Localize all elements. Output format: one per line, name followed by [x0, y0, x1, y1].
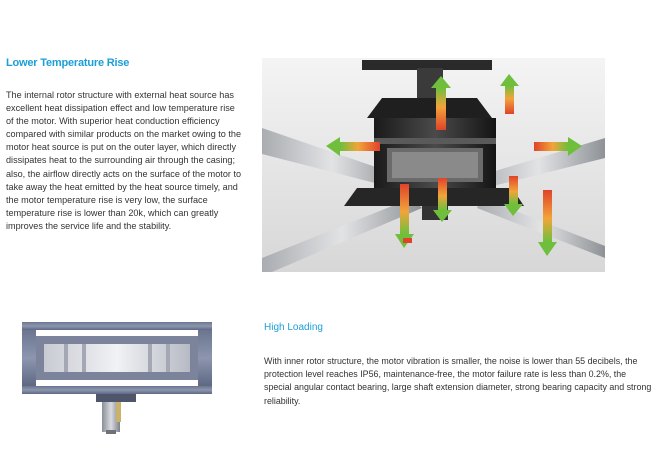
section-body-lower-temperature-rise: The internal rotor structure with extern…: [6, 90, 242, 231]
section-title-lower-temperature-rise: Lower Temperature Rise: [6, 57, 130, 69]
section-title-high-loading: High Loading: [264, 322, 323, 333]
motor-cross-section-illustration: [22, 318, 212, 436]
fan-motor-heat-flow-illustration: [262, 58, 605, 272]
section-body-high-loading: With inner rotor structure, the motor vi…: [264, 356, 652, 406]
